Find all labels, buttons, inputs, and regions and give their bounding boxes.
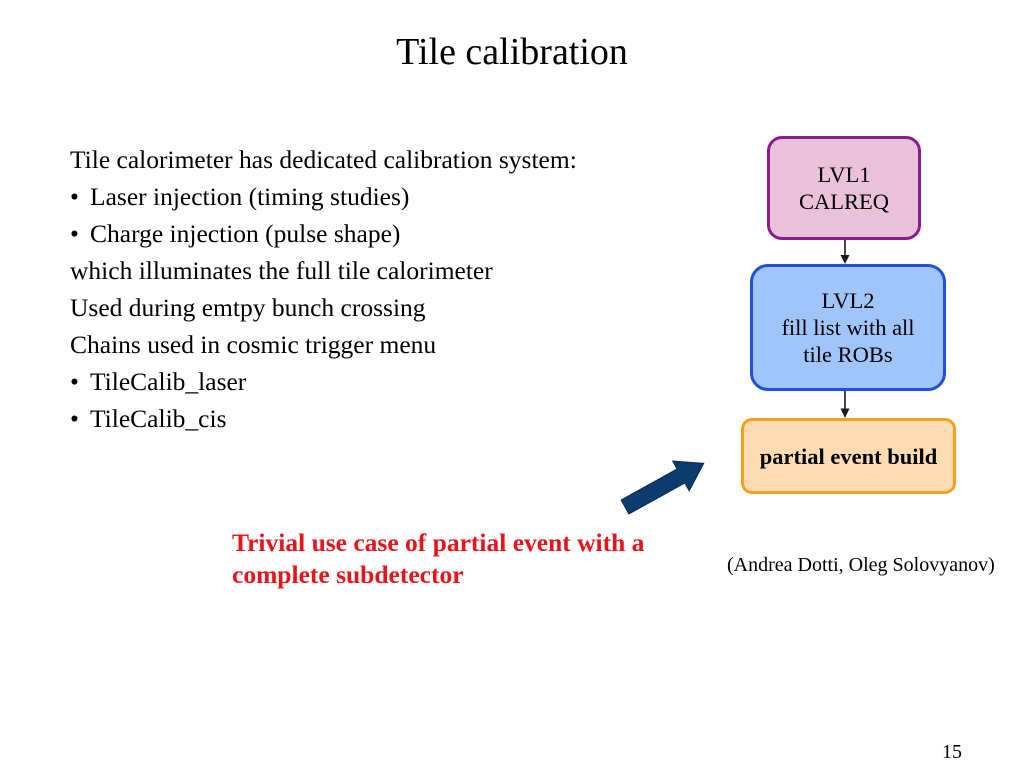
body-line-text: Chains used in cosmic trigger menu — [70, 330, 437, 359]
body-line: •Used during emtpy bunch crossing — [70, 289, 577, 326]
bullet-item: • TileCalib_cis — [70, 400, 577, 437]
bullet-marker: • — [70, 404, 79, 433]
bullet-marker: • — [70, 182, 79, 211]
bullet-item-text: Laser injection (timing studies) — [90, 182, 410, 211]
body-line: •Chains used in cosmic trigger menu — [70, 326, 577, 363]
bullet-item-text: Charge injection (pulse shape) — [90, 219, 401, 248]
body-line: •Tile calorimeter has dedicated calibrat… — [70, 141, 577, 178]
flow-node-label: tile ROBs — [803, 342, 893, 367]
body-line-text: which illuminates the full tile calorime… — [70, 256, 493, 285]
connector-arrowhead-lvl1-lvl2 — [840, 255, 850, 264]
flow-node-label: fill list with all — [781, 315, 915, 340]
bullet-marker: • — [70, 219, 79, 248]
bullet-item: • Charge injection (pulse shape) — [70, 215, 577, 252]
flow-node-lvl1: LVL1 CALREQ — [767, 136, 921, 240]
bullet-item: • Laser injection (timing studies) — [70, 178, 577, 215]
callout-arrow-icon — [620, 460, 705, 515]
bullet-item-text: TileCalib_laser — [90, 367, 247, 396]
flow-node-label: LVL2 — [821, 288, 875, 313]
body-text: • Tile calorimeter has dedicated calibrat… — [70, 141, 577, 437]
callout-line: Trivial use case of partial event with a — [232, 528, 645, 557]
body-line-text: Used during emtpy bunch crossing — [70, 293, 426, 322]
bullet-item-text: TileCalib_cis — [90, 404, 227, 433]
callout-line: complete subdetector — [232, 560, 464, 589]
page-number: 15 — [942, 741, 962, 763]
callout-text: Trivial use case of partial event with a… — [232, 527, 644, 591]
flow-node-label: partial event build — [759, 443, 938, 469]
body-line: •which illuminates the full tile calorim… — [70, 252, 577, 289]
connector-arrowhead-lvl2-build — [840, 408, 850, 418]
flow-node-label: LVL1 — [817, 162, 871, 187]
flow-node-label: CALREQ — [799, 189, 889, 214]
body-line-text: Tile calorimeter has dedicated calibrati… — [70, 145, 577, 174]
bullet-marker: • — [70, 367, 79, 396]
bullet-item: • TileCalib_laser — [70, 363, 577, 400]
attribution: (Andrea Dotti, Oleg Solovyanov) — [727, 554, 995, 576]
slide-title: Tile calibration — [396, 31, 628, 73]
flow-node-lvl2: LVL2 fill list with all tile ROBs — [750, 264, 946, 391]
flow-node-partial-event-build: partial event build — [741, 418, 956, 494]
